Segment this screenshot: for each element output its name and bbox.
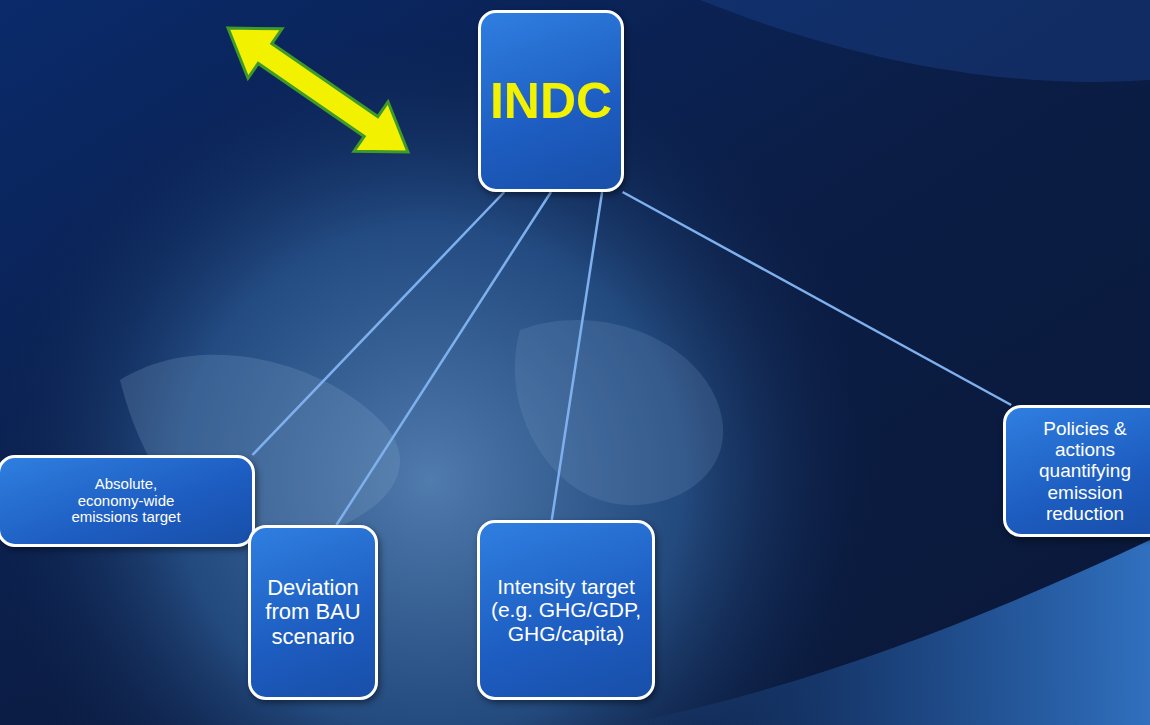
option-label: Policies & actions quantifying emission … (1020, 418, 1150, 524)
option-box: Intensity target (e.g. GHG/GDP, GHG/capi… (477, 520, 655, 700)
option-box: Deviation from BAU scenario (248, 525, 378, 700)
option-label: Intensity target (e.g. GHG/GDP, GHG/capi… (490, 575, 642, 646)
continent (515, 320, 723, 505)
connector-line (336, 192, 551, 525)
corner-band (620, 540, 1150, 725)
option-box: Absolute, economy-wide emissions target (0, 455, 255, 547)
top-swoosh (700, 0, 1150, 82)
option-label: Absolute, economy-wide emissions target (62, 476, 190, 526)
connector-line (552, 192, 602, 520)
globe (0, 20, 890, 725)
option-box: Policies & actions quantifying emission … (1003, 405, 1150, 537)
double-arrow (228, 28, 408, 152)
option-label: Deviation from BAU scenario (261, 576, 365, 650)
main-label: INDC (490, 73, 612, 129)
connector-line (623, 192, 1012, 405)
main-box: INDC (478, 10, 624, 192)
